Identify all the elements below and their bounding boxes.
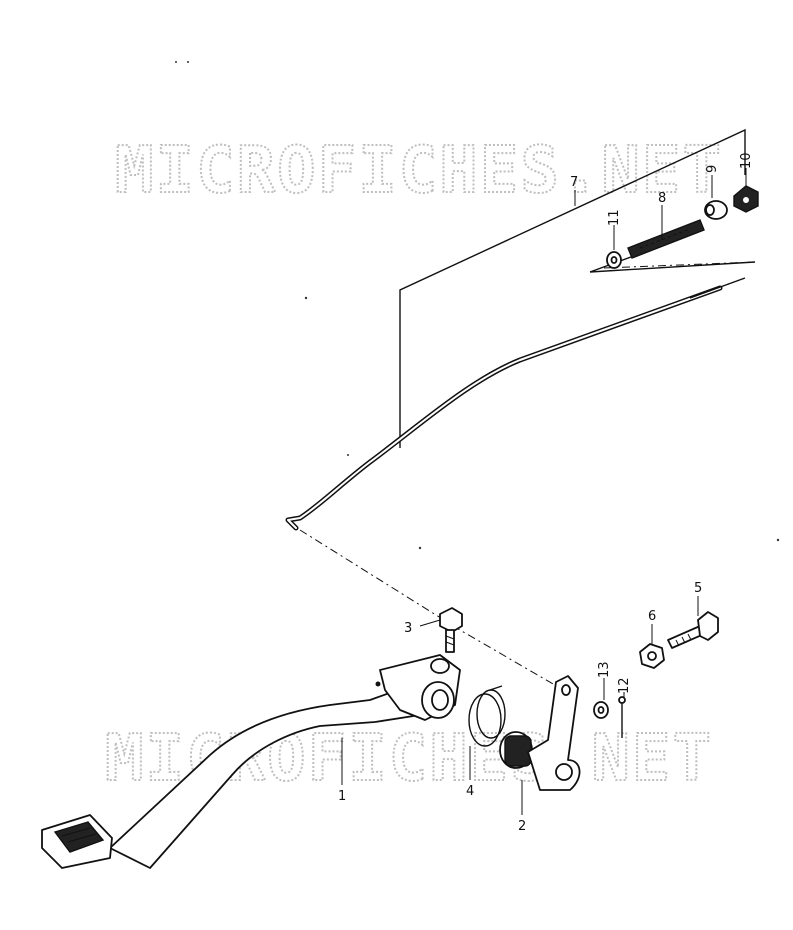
part-3-bolt (439, 607, 463, 653)
watermark-top: MICROFICHES.NET (115, 134, 723, 208)
callout-9: 9 (705, 165, 720, 173)
part-2-brake-arm (499, 675, 581, 791)
part-8-threaded-rod (627, 219, 705, 259)
callouts: 1 2 3 4 5 6 7 8 9 10 11 12 13 (338, 152, 754, 834)
alignment-line-cable (299, 529, 561, 689)
part-11-washer (606, 251, 622, 269)
callout-4: 4 (466, 784, 474, 799)
callout-11: 11 (607, 209, 622, 226)
specks (175, 61, 780, 550)
callout-10: 10 (739, 152, 754, 169)
brake-cable (285, 277, 746, 531)
callout-1: 1 (338, 789, 346, 804)
callout-12: 12 (617, 677, 632, 694)
part-4-return-spring (468, 685, 506, 747)
callout-6: 6 (648, 609, 656, 624)
leader-lines (341, 168, 747, 815)
callout-2: 2 (518, 819, 526, 834)
callout-5: 5 (694, 581, 702, 596)
callout-13: 13 (597, 661, 612, 678)
part-9-joint (704, 200, 728, 220)
callout-7: 7 (570, 175, 578, 190)
part-13-washer (593, 701, 609, 719)
part-6-nut (639, 643, 665, 669)
part-10-adjust-nut (733, 185, 759, 213)
callout-8: 8 (658, 191, 666, 206)
part-1-brake-pedal (41, 654, 461, 869)
callout-3: 3 (404, 621, 412, 636)
part-5-bolt (667, 611, 719, 649)
part-12-cotter-pin (618, 696, 626, 738)
alignment-line-parts (603, 261, 756, 269)
